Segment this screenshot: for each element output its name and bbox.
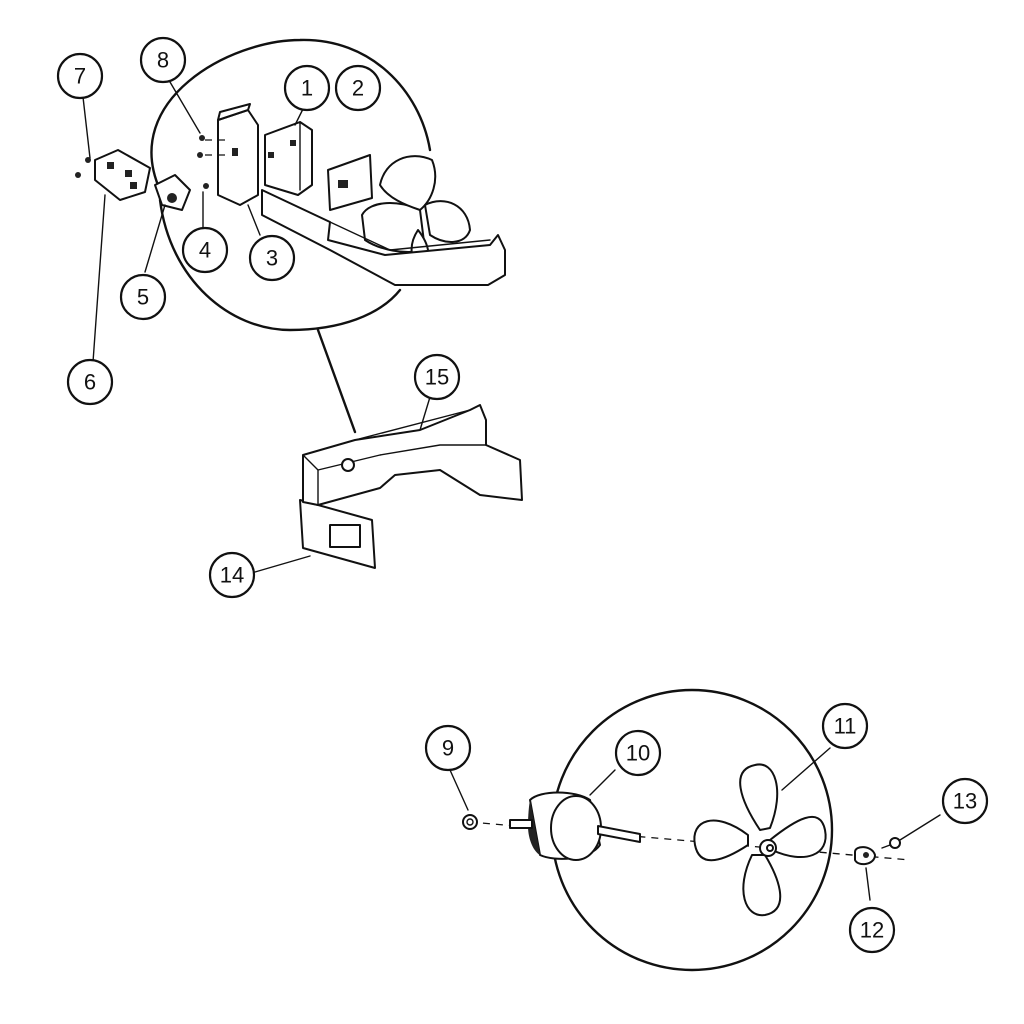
control-knob: [154, 174, 191, 211]
svg-text:8: 8: [157, 48, 169, 73]
svg-text:6: 6: [84, 370, 96, 395]
callout-14: 14: [208, 551, 256, 599]
svg-text:2: 2: [352, 76, 364, 101]
upper-detail-circle: [150, 38, 432, 192]
callout-10: 10: [614, 729, 662, 777]
callout-4: 4: [181, 226, 229, 274]
set-screw: [881, 837, 901, 849]
svg-text:15: 15: [425, 365, 449, 390]
callout-5: 5: [119, 273, 167, 321]
detail-leader-line: [316, 328, 357, 434]
svg-text:4: 4: [199, 238, 211, 263]
callout-3: 3: [248, 234, 296, 282]
callout-8: 8: [139, 36, 187, 84]
part-14-15-bracket: [254, 396, 523, 573]
mounting-bracket: [261, 154, 506, 286]
lower-detail-view: [449, 688, 941, 972]
callout-15: 15: [413, 353, 461, 401]
svg-text:3: 3: [266, 246, 278, 271]
svg-text:10: 10: [626, 741, 650, 766]
callout-9: 9: [424, 724, 472, 772]
svg-text:11: 11: [834, 714, 857, 739]
svg-text:1: 1: [301, 76, 313, 101]
callout-6: 6: [66, 358, 114, 406]
fan-blade: [693, 763, 827, 917]
fan-motor: [509, 791, 641, 861]
switch-plate: [217, 103, 259, 206]
svg-text:14: 14: [220, 563, 244, 588]
hub-clamp: [854, 846, 876, 866]
callout-12: 12: [848, 906, 896, 954]
svg-text:9: 9: [442, 736, 454, 761]
callout-2: 2: [334, 64, 382, 112]
switch-assembly: [94, 149, 151, 201]
svg-text:5: 5: [137, 285, 149, 310]
callout-7: 7: [56, 52, 104, 100]
callout-11: 11: [821, 702, 869, 750]
callout-1: 1: [283, 64, 331, 112]
svg-text:12: 12: [860, 918, 884, 943]
motor-nut: [462, 814, 478, 830]
svg-text:7: 7: [74, 64, 86, 89]
thermostat-box: [264, 121, 313, 196]
screws: [75, 135, 230, 189]
assembly-axis: [469, 821, 911, 861]
callout-13: 13: [941, 777, 989, 825]
upper-detail-view: [75, 38, 506, 434]
svg-text:13: 13: [953, 789, 977, 814]
